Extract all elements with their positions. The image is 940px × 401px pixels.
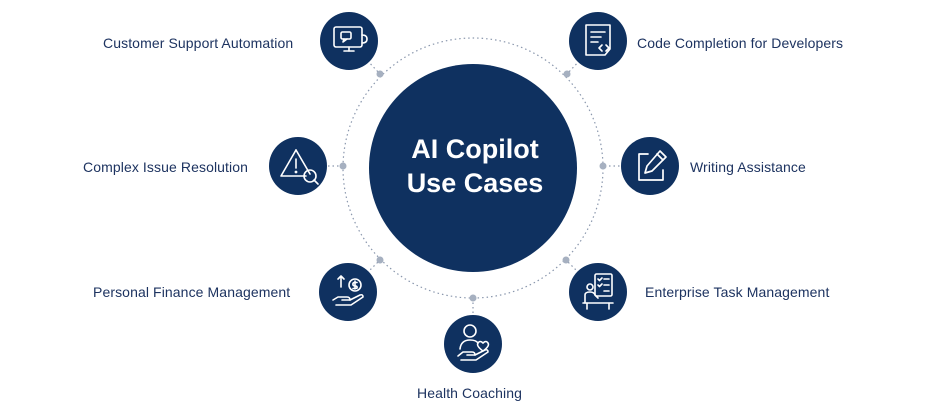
center-circle <box>369 64 577 272</box>
health-person-heart-icon <box>444 315 502 373</box>
code-document-icon <box>569 12 627 70</box>
center-title-line2: Use Cases <box>406 168 544 198</box>
task-checklist-icon <box>569 263 627 321</box>
finance-hand-coin-icon <box>319 263 377 321</box>
center-title: AI Copilot Use Cases <box>380 132 570 200</box>
label-personal-finance-management: Personal Finance Management <box>93 284 291 300</box>
support-monitor-icon <box>320 12 378 70</box>
label-customer-support-automation: Customer Support Automation <box>103 35 294 51</box>
connector-dots <box>339 70 607 302</box>
label-complex-issue-resolution: Complex Issue Resolution <box>83 159 249 175</box>
label-health-coaching: Health Coaching <box>417 385 523 401</box>
label-code-completion: Code Completion for Developers <box>637 35 844 51</box>
warning-search-icon <box>269 137 327 195</box>
center-title-line1: AI Copilot <box>411 134 539 164</box>
label-enterprise-task-management: Enterprise Task Management <box>645 284 830 300</box>
label-writing-assistance: Writing Assistance <box>690 159 806 175</box>
pencil-edit-icon <box>621 137 679 195</box>
